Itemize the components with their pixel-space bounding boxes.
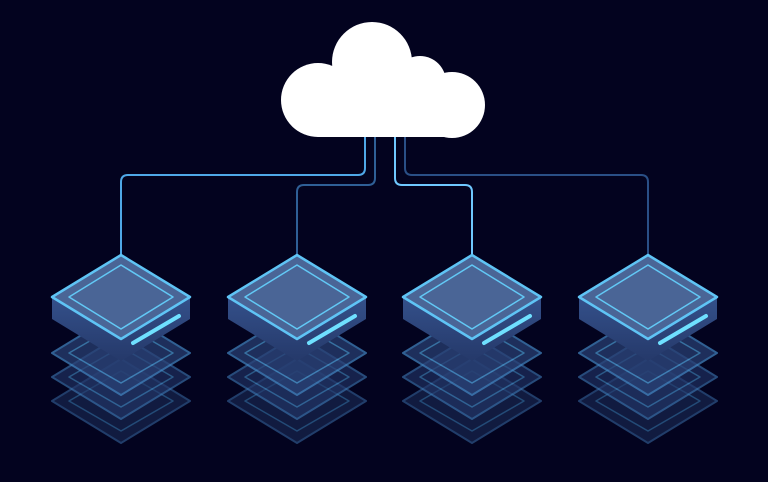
connector-3 [394,137,473,255]
server-icon-2 [226,253,368,445]
connector-lines [120,137,649,255]
connector-1 [120,137,366,255]
connector-4 [404,137,649,255]
server-icon-4 [577,253,719,445]
cloud-icon [281,22,485,138]
connector-2 [296,137,376,255]
server-icon-3 [401,253,543,445]
server-icon-1 [50,253,192,445]
